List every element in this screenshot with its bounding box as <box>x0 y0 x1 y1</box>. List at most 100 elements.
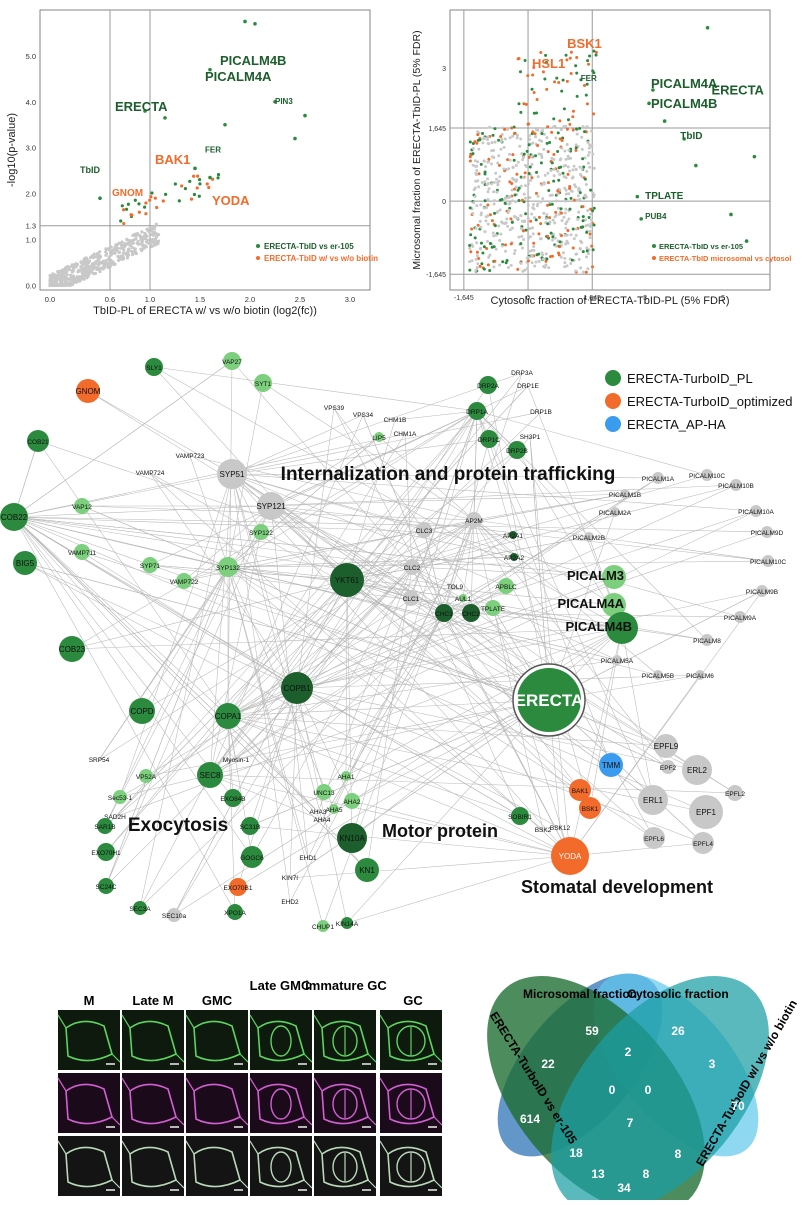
data-point <box>506 211 510 215</box>
data-point <box>584 270 588 274</box>
network-edge <box>231 473 757 512</box>
data-point <box>550 161 554 165</box>
venn-ellipse-biotin <box>551 976 769 1205</box>
network-node <box>689 795 723 829</box>
data-point <box>92 271 96 276</box>
data-point <box>559 255 563 259</box>
data-point <box>98 196 102 200</box>
data-point <box>76 275 80 279</box>
data-point <box>475 250 479 254</box>
node-label: EPFL6 <box>644 836 664 843</box>
cell-wall <box>175 1179 185 1189</box>
data-point <box>517 186 521 190</box>
data-point <box>527 171 531 175</box>
data-point <box>530 212 534 216</box>
data-point <box>639 217 644 221</box>
data-point <box>566 172 570 176</box>
data-point <box>188 179 192 183</box>
data-point <box>569 233 573 237</box>
data-point <box>505 258 509 262</box>
network-node <box>254 374 272 392</box>
venn-count: 8 <box>643 1167 650 1181</box>
data-point <box>581 157 585 161</box>
data-point <box>492 190 496 194</box>
data-point <box>137 210 141 214</box>
data-point <box>140 240 144 244</box>
node-label: TMM <box>602 761 621 770</box>
data-point <box>514 215 518 219</box>
data-point <box>588 165 592 169</box>
data-point <box>580 167 584 171</box>
node-label: ERL2 <box>687 766 708 775</box>
data-point <box>651 88 655 92</box>
cell-wall <box>313 1140 323 1155</box>
data-point <box>471 152 475 156</box>
data-point <box>538 237 542 241</box>
data-point <box>575 56 579 60</box>
data-point <box>496 183 500 187</box>
data-point <box>497 138 501 142</box>
data-point <box>552 179 556 183</box>
network-edge <box>249 699 550 827</box>
data-point <box>523 171 527 175</box>
section-label-exocytosis: Exocytosis <box>128 815 228 836</box>
data-point <box>553 80 557 84</box>
data-point <box>526 122 530 126</box>
node-label: VPS34 <box>353 412 374 419</box>
network-edge <box>443 612 571 857</box>
network-edge <box>173 579 348 916</box>
data-point <box>128 240 132 244</box>
data-point <box>515 136 519 140</box>
data-point <box>177 199 181 203</box>
data-point <box>591 248 595 252</box>
data-point <box>581 219 585 223</box>
data-point <box>519 137 523 141</box>
data-point <box>594 50 598 54</box>
data-point <box>544 263 548 267</box>
data-point <box>507 202 511 206</box>
data-point <box>123 242 127 246</box>
data-point <box>548 255 552 259</box>
data-point <box>527 182 531 186</box>
data-point <box>581 125 585 129</box>
data-point <box>87 264 91 268</box>
network-edge <box>13 516 237 761</box>
data-point <box>475 254 479 258</box>
data-point <box>164 192 168 196</box>
network-edge <box>249 687 298 827</box>
data-point <box>589 222 593 226</box>
network-edge <box>487 384 550 701</box>
data-point <box>476 262 480 266</box>
data-point <box>543 77 547 81</box>
data-point <box>69 273 73 277</box>
legend-swatch-pl <box>256 244 260 248</box>
data-point <box>473 140 477 144</box>
point-label: FER <box>205 145 221 154</box>
cell-wall <box>303 1179 313 1189</box>
point-label: HSL1 <box>532 56 565 71</box>
data-point <box>64 269 68 274</box>
network-node <box>341 771 351 781</box>
node-label: DRP2A <box>477 383 499 390</box>
data-point <box>531 232 535 236</box>
data-point <box>163 116 167 120</box>
cell-wall <box>239 1179 249 1189</box>
network-edge <box>473 519 659 676</box>
data-point <box>88 269 92 273</box>
data-point <box>559 157 563 161</box>
data-point <box>506 224 510 228</box>
data-point <box>520 246 524 250</box>
data-point <box>563 149 567 153</box>
data-point <box>516 160 520 164</box>
cell-wall <box>175 1053 185 1063</box>
data-point <box>486 160 490 164</box>
data-point <box>493 211 497 215</box>
network-edge <box>231 473 736 794</box>
point-label: PICALM4B <box>651 96 717 111</box>
data-point <box>486 135 490 139</box>
data-point <box>486 203 490 207</box>
data-point <box>143 237 148 241</box>
data-point <box>506 127 510 131</box>
cell-wall <box>111 1179 121 1189</box>
data-point <box>492 155 496 159</box>
